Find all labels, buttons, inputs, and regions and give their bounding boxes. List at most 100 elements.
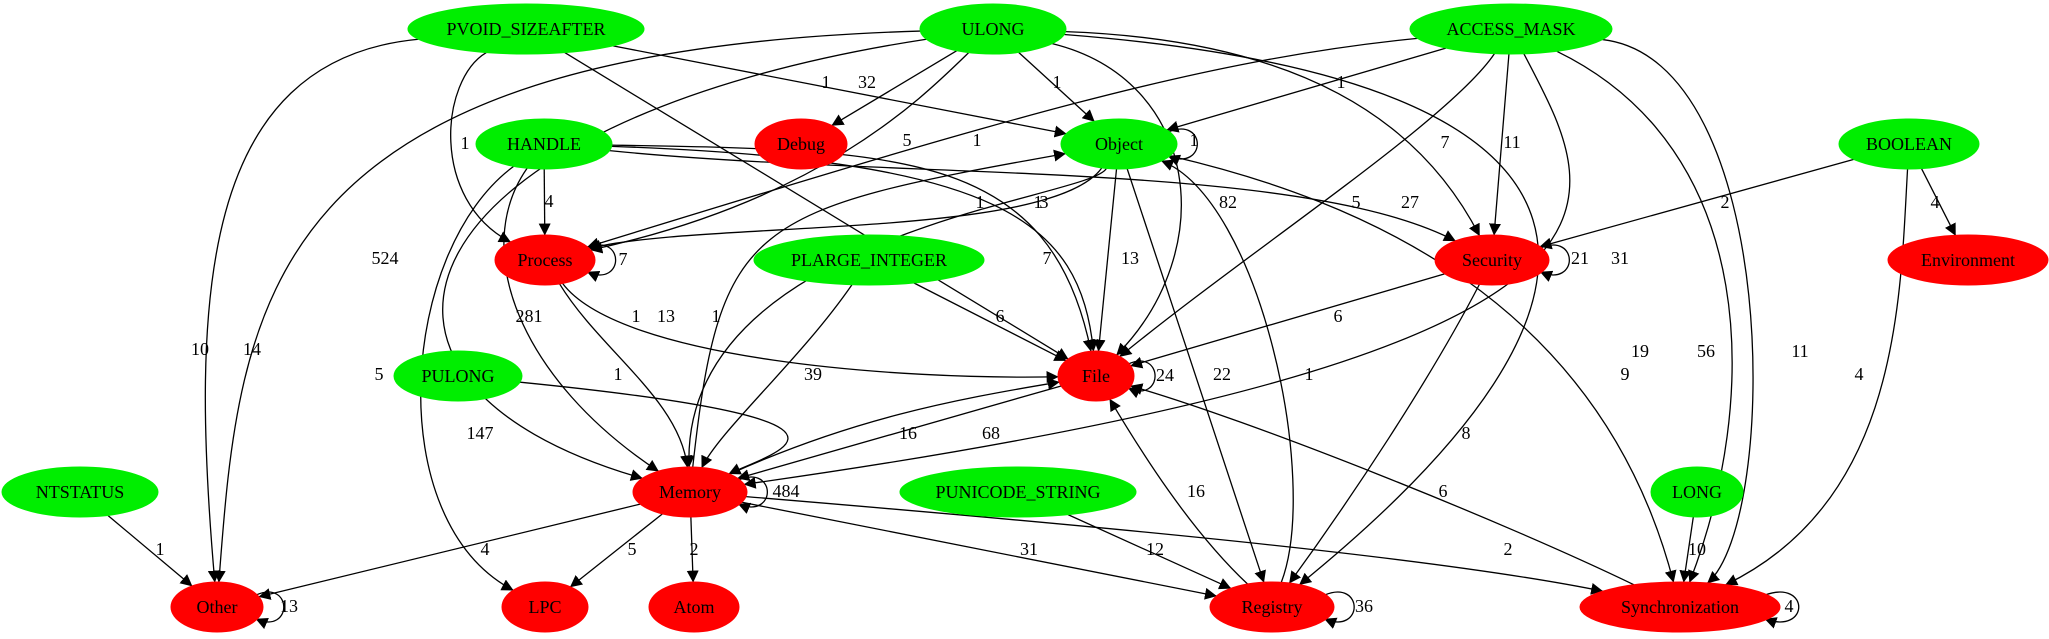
- node-label: Other: [197, 597, 238, 617]
- edge-access_mask-to-process: 1: [587, 37, 1418, 250]
- node-label: Synchronization: [1621, 597, 1739, 617]
- node-boolean: BOOLEAN: [1838, 118, 1980, 170]
- node-label: Atom: [673, 597, 714, 617]
- edge-line: [1679, 516, 1694, 583]
- edge-weight-label: 31: [1020, 539, 1038, 559]
- edge-weight-label: 7: [1441, 132, 1450, 152]
- edge-weight-label: 14: [243, 339, 261, 359]
- edge-object-to-file: 13: [1093, 168, 1139, 352]
- edge-weight-label: 21: [1571, 248, 1589, 268]
- edge-memory-to-memory: 484: [737, 476, 800, 514]
- edge-weight-label: 5: [375, 364, 384, 384]
- edge-registry-to-file: 16: [1109, 398, 1248, 585]
- edge-weight-label: 1: [1337, 72, 1346, 92]
- edge-ulong-to-memory: 524: [372, 38, 927, 481]
- edge-ulong-to-registry: 19: [1064, 33, 1649, 586]
- node-shape: [501, 581, 589, 633]
- edge-weight-label: 8: [1462, 423, 1471, 443]
- node-shape: [1650, 466, 1744, 518]
- edge-line: [611, 145, 1099, 352]
- edge-weight-label: 13: [280, 596, 298, 616]
- edge-weight-label: 36: [1355, 596, 1373, 616]
- edge-registry-to-object: 1: [1161, 159, 1314, 583]
- edge-line: [1067, 514, 1232, 590]
- edge-memory-to-object: 1: [692, 149, 1067, 468]
- node-label: Security: [1462, 250, 1522, 270]
- node-handle: HANDLE: [475, 118, 613, 170]
- edge-weight-label: 6: [996, 306, 1005, 326]
- node-lpc: LPC: [501, 581, 589, 633]
- edge-line: [538, 168, 551, 236]
- edge-punicode_string-to-registry: 12: [1067, 514, 1232, 590]
- edge-weight-label: 68: [982, 423, 1000, 443]
- edge-memory-to-lpc: 5: [569, 513, 663, 588]
- edge-weight-label: 9: [1621, 364, 1630, 384]
- edge-memory-to-synchronization: 2: [745, 495, 1604, 595]
- edge-synchronization-to-synchronization: 4: [1764, 591, 1800, 629]
- edge-weight-label: 13: [1121, 248, 1139, 268]
- edge-weight-label: 10: [1688, 539, 1706, 559]
- edge-line: [519, 381, 789, 475]
- edge-security-to-security: 21: [1539, 244, 1589, 282]
- edge-weight-label: 7: [619, 249, 628, 269]
- edge-line: [729, 377, 1060, 475]
- node-shape: [648, 581, 740, 633]
- edge-weight-label: 5: [1352, 192, 1361, 212]
- edge-memory-to-other: 4: [258, 503, 641, 600]
- edge-other-to-other: 13: [255, 591, 298, 630]
- edge-weight-label: 82: [1219, 192, 1237, 212]
- node-punicode-string: PUNICODE_STRING: [899, 466, 1137, 518]
- node-label: PVOID_SIZEAFTER: [446, 19, 605, 39]
- edge-weight-label: 1: [712, 306, 721, 326]
- edge-weight-label: 5: [628, 539, 637, 559]
- edge-access_mask-to-object: 1: [1166, 47, 1447, 133]
- edge-weight-label: 6: [1439, 481, 1448, 501]
- edge-ulong-to-other: 14: [213, 30, 921, 583]
- edge-object-to-memory: 13: [657, 168, 1107, 468]
- edge-line: [831, 50, 958, 127]
- edge-line: [1169, 155, 1677, 583]
- node-other: Other: [170, 581, 264, 633]
- edge-object-to-registry: 22: [1126, 168, 1266, 583]
- edge-weight-label: 27: [1401, 192, 1419, 212]
- node-access-mask: ACCESS_MASK: [1409, 3, 1613, 55]
- edge-line: [682, 168, 1107, 468]
- edge-ulong-to-file: 82: [1052, 42, 1237, 356]
- edge-file-to-memory: 16: [737, 385, 1062, 481]
- edge-weight-label: 16: [899, 423, 917, 443]
- edge-handle-to-file: 3: [611, 144, 1095, 352]
- edge-pvoid_sizeafter-to-other: 10: [191, 38, 419, 583]
- node-label: NTSTATUS: [36, 482, 125, 502]
- edge-line: [1489, 53, 1510, 236]
- edge-line: [564, 52, 1069, 360]
- node-shape: [919, 3, 1067, 55]
- edge-weight-label: 1: [1305, 364, 1314, 384]
- edge-ulong-to-object: 1: [1018, 51, 1095, 122]
- node-label: Object: [1095, 134, 1143, 154]
- edge-access_mask-to-file: 27: [1119, 53, 1496, 358]
- edge-weight-label: 22: [1213, 364, 1231, 384]
- edge-ntstatus-to-other: 1: [107, 514, 193, 587]
- edge-weight-label: 2: [1504, 539, 1513, 559]
- edge-security-to-file: 6: [1130, 273, 1445, 369]
- edge-pvoid_sizeafter-to-object: 1: [612, 45, 1067, 138]
- node-environment: Environment: [1887, 234, 2049, 286]
- edge-line: [204, 38, 419, 583]
- edge-weight-label: 4: [1855, 364, 1864, 384]
- edge-process-to-memory: 1: [559, 283, 693, 468]
- edge-line: [1539, 244, 1571, 282]
- edge-line: [692, 149, 1067, 468]
- edge-line: [611, 144, 1095, 352]
- edge-weight-label: 31: [1611, 248, 1629, 268]
- node-debug: Debug: [754, 118, 848, 170]
- edge-weight-label: 3: [1040, 192, 1049, 212]
- node-security: Security: [1434, 234, 1550, 286]
- node-shape: [1838, 118, 1980, 170]
- node-shape: [494, 234, 596, 286]
- edge-weight-label: 1: [614, 364, 623, 384]
- edge-line: [1166, 47, 1447, 133]
- edge-line: [559, 283, 693, 468]
- edge-line: [1161, 159, 1294, 583]
- edge-weight-label: 1: [976, 192, 985, 212]
- edge-weight-label: 13: [657, 306, 675, 326]
